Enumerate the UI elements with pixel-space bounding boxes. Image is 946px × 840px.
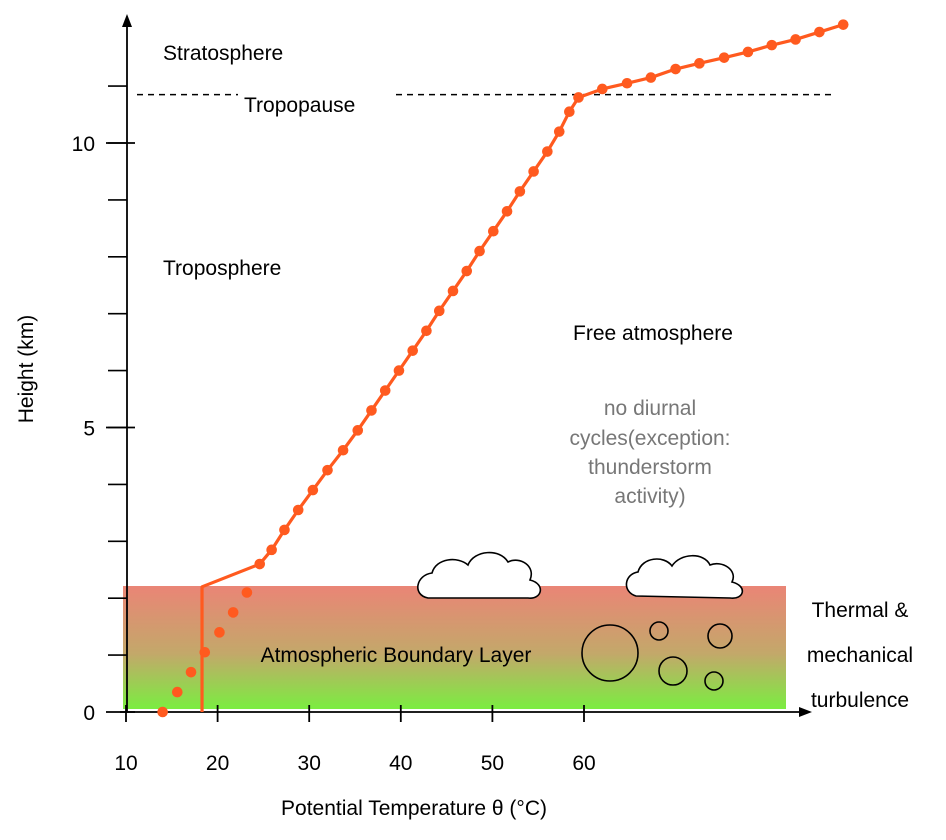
profile-point — [528, 166, 539, 177]
profile-point — [790, 34, 801, 45]
eddy-circle — [707, 623, 733, 649]
profile-point — [766, 39, 778, 51]
series-layer — [157, 19, 849, 718]
troposphere-label: Troposphere — [163, 257, 281, 280]
profile-point — [421, 325, 432, 337]
profile-point — [185, 666, 197, 678]
profile-point — [670, 63, 681, 75]
y-axis-arrow — [122, 14, 132, 27]
profile-point — [488, 225, 499, 237]
profile-point — [645, 72, 657, 83]
y-minor-ticks — [108, 85, 127, 656]
profile-point — [742, 46, 754, 58]
profile-point — [241, 587, 253, 598]
profile-point — [352, 425, 364, 436]
profile-point — [266, 544, 277, 556]
profile-point — [407, 345, 419, 356]
profile-point — [307, 484, 319, 496]
eddy-circle — [658, 656, 688, 686]
y-ticks: 0 5 10 — [72, 133, 135, 725]
note-line: mechanical — [807, 644, 913, 667]
profile-point — [501, 205, 513, 217]
eddy-circle — [649, 621, 669, 641]
eddy-circle — [704, 671, 724, 691]
profile-point — [366, 405, 377, 416]
cloud-icon — [625, 554, 744, 599]
profile-point — [542, 146, 553, 157]
y-axis-label: Height (km) — [15, 315, 38, 424]
note-line: thunderstorm — [588, 456, 712, 479]
x-tick-label: 60 — [572, 752, 595, 775]
profile-point — [447, 285, 459, 297]
profile-point — [837, 19, 849, 30]
profile-point — [214, 627, 225, 638]
note-line: turbulence — [811, 689, 909, 712]
profile-point — [279, 524, 290, 536]
profile-point — [171, 686, 183, 698]
profile-point — [474, 245, 485, 257]
x-ticks: 10 20 30 40 50 60 — [114, 705, 596, 775]
turbulence-note: Thermal & mechanical turbulence — [807, 599, 913, 712]
profile-point — [564, 106, 575, 118]
profile-point — [322, 464, 333, 476]
profile-point — [393, 365, 405, 376]
profile-point — [461, 265, 473, 277]
profile-point — [553, 126, 565, 137]
tropopause-label: Tropopause — [244, 94, 355, 117]
profile-line-3 — [200, 562, 261, 712]
x-axis-arrow — [799, 707, 812, 717]
note-line: no diurnal — [604, 397, 696, 420]
y-tick-label: 5 — [83, 418, 95, 441]
profile-point — [227, 607, 239, 618]
note-line: cycles(exception: — [569, 427, 730, 450]
x-tick-label: 20 — [206, 752, 229, 775]
boundary-layer-label: Atmospheric Boundary Layer — [261, 644, 532, 667]
eddy-circle — [581, 624, 639, 682]
boundary-layer-band — [123, 586, 786, 709]
note-line: Thermal & — [812, 599, 909, 622]
x-tick-label: 50 — [481, 752, 504, 775]
profile-point — [718, 52, 730, 63]
profile-point — [379, 385, 391, 396]
no-diurnal-note: no diurnal cycles(exception: thunderstor… — [569, 397, 730, 508]
profile-point — [694, 58, 705, 69]
profile-point — [292, 504, 304, 516]
profile-point — [814, 26, 825, 38]
profile-point — [157, 706, 168, 718]
x-tick-label: 30 — [298, 752, 321, 775]
cloud-icon — [417, 551, 542, 599]
y-tick-label: 0 — [83, 702, 95, 725]
x-tick-label: 10 — [114, 752, 137, 775]
x-tick-label: 40 — [389, 752, 412, 775]
note-line: activity) — [614, 485, 685, 508]
profile-point — [573, 92, 584, 103]
free-atmosphere-label: Free atmosphere — [573, 322, 733, 345]
profile-point — [621, 77, 633, 89]
stratosphere-label: Stratosphere — [163, 42, 283, 65]
profile-point — [337, 444, 349, 456]
profile-point — [514, 186, 526, 197]
profile-point — [433, 305, 445, 317]
profile-point — [597, 83, 608, 95]
x-axis-label: Potential Temperature θ (°C) — [281, 797, 547, 820]
y-tick-label: 10 — [72, 133, 95, 156]
